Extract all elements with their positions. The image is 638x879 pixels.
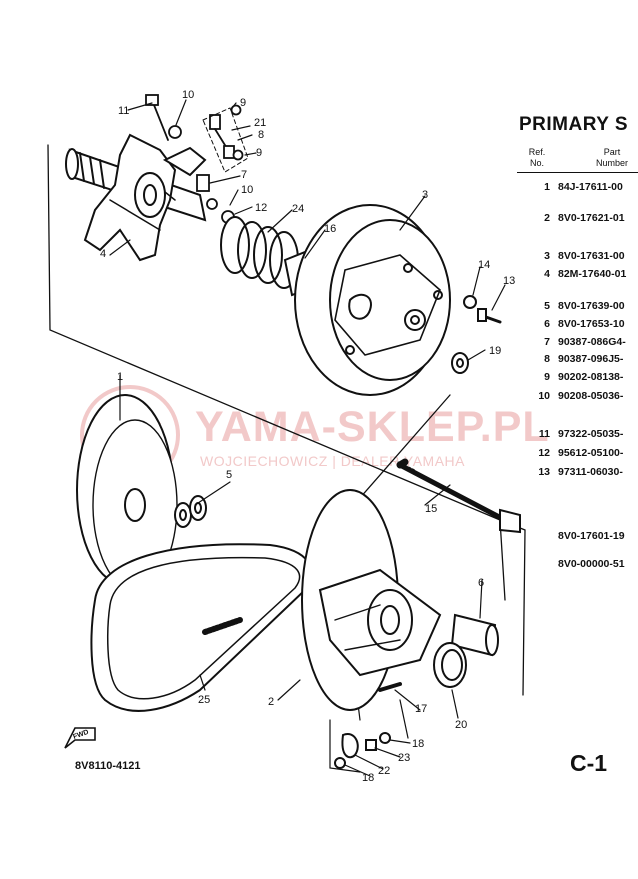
table-row: 3 8V0-17631-00 (528, 250, 625, 262)
table-row: 2 8V0-17621-01 (528, 212, 625, 224)
part-4-fixed-sheave-shaft (65, 133, 207, 262)
table-row: 8V0-17601-19 (528, 530, 625, 542)
table-row: 12 95612-05100- (528, 447, 623, 459)
part-number: 97311-06030- (558, 466, 623, 478)
table-row: 8V0-00000-51 (528, 558, 625, 570)
ref-number: 10 (538, 390, 550, 402)
page-title: PRIMARY S (519, 114, 629, 135)
ref-number: 9 (544, 371, 550, 383)
callout-20: 20 (455, 719, 467, 731)
callout-4: 4 (100, 248, 106, 260)
part-number: 90202-08138- (558, 371, 624, 383)
part-1-sliding-sheave (76, 394, 178, 591)
callout-1: 1 (117, 371, 123, 383)
callout-9: 9 (240, 97, 246, 109)
callout-21: 21 (254, 117, 266, 129)
callout-14: 14 (478, 259, 490, 271)
callout-15: 15 (425, 503, 437, 515)
part-5-weights (174, 495, 207, 528)
ref-number: 12 (538, 447, 550, 459)
callout-16: 16 (324, 223, 336, 235)
ref-number: 3 (544, 250, 550, 262)
part-number: 8V0-17639-00 (558, 300, 625, 312)
part-number: 95612-05100- (558, 447, 624, 459)
ref-number: 8 (544, 353, 550, 365)
fwd-arrow-icon (64, 727, 96, 749)
table-row: 11 97322-05035- (528, 428, 624, 440)
table-divider (517, 172, 638, 173)
part-number: 8V0-17631-00 (558, 250, 625, 262)
callout-8: 8 (258, 129, 264, 141)
part-20-ring (433, 642, 467, 688)
ref-number: 5 (544, 300, 550, 312)
ref-header: Ref.No. (528, 147, 546, 168)
table-row: 8 90387-096J5- (528, 353, 623, 365)
ref-number: 13 (538, 466, 550, 478)
callout-10: 10 (182, 89, 194, 101)
page-id: C-1 (570, 750, 608, 776)
callout-19: 19 (489, 345, 501, 357)
table-row: 10 90208-05036- (528, 390, 623, 402)
table-row: 13 97311-06030- (528, 466, 623, 478)
ref-number: 2 (544, 212, 550, 224)
ref-number: 7 (544, 336, 550, 348)
part-25-v-belt (90, 543, 313, 712)
watermark-text: YAMA-SKLEP.PL (195, 403, 550, 451)
callout-2: 2 (268, 696, 274, 708)
callout-22: 22 (378, 765, 390, 777)
table-row: 4 82M-17640-01 (528, 268, 626, 280)
callout-18: 18 (412, 738, 424, 750)
part-number: 8V0-17653-10 (558, 318, 625, 330)
table-row: 6 8V0-17653-10 (528, 318, 625, 330)
callout-6: 6 (478, 577, 484, 589)
callout-18: 18 (362, 772, 374, 784)
callout-13: 13 (503, 275, 515, 287)
callout-10: 10 (241, 184, 253, 196)
callout-5: 5 (226, 469, 232, 481)
ref-number: 1 (544, 181, 550, 193)
part-number: 90387-096J5- (558, 353, 624, 365)
table-row: 1 84J-17611-00 (528, 181, 623, 193)
drawing-code: 8V8110-4121 (75, 760, 141, 772)
part-15-bolt (396, 458, 521, 534)
part-number: 8V0-00000-51 (558, 558, 625, 570)
ref-number: 11 (538, 428, 550, 440)
callout-11: 11 (118, 105, 129, 117)
part-number: 84J-17611-00 (558, 181, 623, 193)
table-row: 9 90202-08138- (528, 371, 623, 383)
part-3-primary-cover (294, 204, 451, 396)
part-number: 82M-17640-01 (558, 268, 627, 280)
ref-number: 6 (544, 318, 550, 330)
part-number: 90387-086G4- (558, 336, 626, 348)
callout-9: 9 (256, 147, 262, 159)
table-row: 5 8V0-17639-00 (528, 300, 625, 312)
callout-7: 7 (241, 169, 247, 181)
part-6-collar (450, 613, 499, 657)
callout-3: 3 (422, 189, 428, 201)
table-row: 7 90387-086G4- (528, 336, 626, 348)
part-number: 8V0-17621-01 (558, 212, 625, 224)
callout-23: 23 (398, 752, 410, 764)
part-24-spring (220, 216, 299, 289)
callout-12: 12 (255, 202, 267, 214)
callout-24: 24 (292, 203, 304, 215)
ref-number: 4 (544, 268, 550, 280)
part-2-sheave-assembly (301, 489, 442, 711)
callout-17: 17 (415, 703, 427, 715)
callout-25: 25 (198, 694, 210, 706)
part-number: 90208-05036- (558, 390, 624, 402)
part-number: 97322-05035- (558, 428, 624, 440)
part-number: 8V0-17601-19 (558, 530, 625, 542)
